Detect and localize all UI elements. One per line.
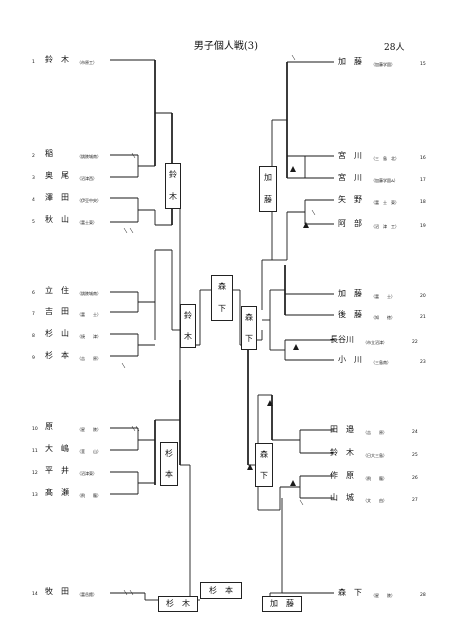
entry-team: （吉 原） — [363, 430, 387, 435]
entry-name: 澤 田 — [45, 193, 69, 202]
entry-team: （飛 龍） — [363, 476, 387, 481]
winner-box-morishita-lower: 森 下 — [255, 443, 273, 487]
entry-seed: 11 — [32, 449, 38, 454]
entry-seed: 27 — [412, 498, 418, 503]
entry-team: （伊豆中央） — [77, 198, 101, 203]
entry-seed: 12 — [32, 471, 38, 476]
entry-team: （文 由） — [363, 498, 387, 503]
entry-seed: 9 — [32, 356, 35, 361]
entry-seed: 1 — [32, 60, 35, 65]
entry-name: 鈴 木 — [330, 448, 354, 457]
entry-team: （沼津西） — [77, 176, 97, 181]
winner-box-suzuki-semi: 鈴 木 — [180, 304, 196, 348]
entry-team: （市立沼津） — [363, 340, 387, 345]
entry-name: 杉 山 — [45, 329, 69, 338]
entry-seed: 24 — [412, 430, 418, 435]
entry-seed: 3 — [32, 176, 35, 181]
entry-team: （日大三島） — [363, 453, 387, 458]
entry-team: （加藤学園A） — [371, 178, 398, 183]
entry-team: （知 徳） — [371, 315, 395, 320]
winner-box-final: 森 下 — [211, 275, 233, 321]
winner-box-kato: 加 藤 — [259, 166, 277, 212]
entry-name: 森 下 — [338, 588, 362, 597]
entry-team: （富 士） — [77, 312, 101, 317]
entry-team: （韮 山） — [77, 449, 101, 454]
entry-name: 髙 瀬 — [45, 488, 69, 497]
bottom-winner-box: 杉 本 — [200, 582, 242, 599]
entry-seed: 2 — [32, 154, 35, 159]
entry-seed: 19 — [420, 224, 426, 229]
entry-team: （加藤学園） — [371, 62, 395, 67]
bottom-left-box: 杉 木 — [158, 596, 198, 612]
entry-name: 田 邉 — [330, 425, 354, 434]
entry-seed: 14 — [32, 592, 38, 597]
entry-name: 宮 川 — [338, 173, 362, 182]
entry-team: （飛 龍） — [77, 493, 101, 498]
entry-team: （星 陵） — [77, 427, 101, 432]
entry-seed: 4 — [32, 198, 35, 203]
entry-name: 牧 田 — [45, 587, 69, 596]
entry-name: 阿 部 — [338, 219, 362, 228]
entry-team: （市原工） — [77, 60, 97, 65]
entry-name: 矢 野 — [338, 195, 362, 204]
entry-seed: 8 — [32, 334, 35, 339]
entry-seed: 28 — [420, 593, 426, 598]
entry-seed: 23 — [420, 360, 426, 365]
entry-name: 稲 — [45, 149, 53, 158]
entry-name: 宮 川 — [338, 151, 362, 160]
entry-team: （焼 津） — [77, 334, 101, 339]
entry-team: （吉 原） — [77, 356, 101, 361]
entry-name: 原 — [45, 422, 53, 431]
entry-team: （星 陵） — [371, 593, 395, 598]
entry-team: （銚陵城南） — [77, 154, 101, 159]
entry-seed: 6 — [32, 291, 35, 296]
entry-team: （沼津東） — [77, 471, 97, 476]
entry-team: （三島南） — [371, 360, 391, 365]
entry-team: （沼 津 工） — [371, 224, 399, 229]
participant-count: 28人 — [384, 43, 405, 53]
entry-seed: 22 — [412, 340, 418, 345]
entry-name: 秋 山 — [45, 215, 69, 224]
entry-team: （富 士 東） — [371, 200, 399, 205]
entry-name: 鈴 木 — [45, 55, 69, 64]
entry-name: 加 藤 — [338, 57, 362, 66]
entry-seed: 25 — [412, 453, 418, 458]
bottom-right-box: 加 藤 — [262, 596, 302, 612]
entry-seed: 5 — [32, 220, 35, 225]
entry-team: （富士東） — [77, 220, 97, 225]
entry-seed: 7 — [32, 312, 35, 317]
entry-team: （銚陵城南） — [77, 291, 101, 296]
entry-team: （富岳館） — [77, 592, 97, 597]
entry-name: 作 原 — [330, 471, 354, 480]
entry-seed: 21 — [420, 315, 426, 320]
entry-seed: 17 — [420, 178, 426, 183]
page-title: 男子個人戦(3) — [193, 41, 259, 52]
entry-name: 立 住 — [45, 286, 69, 295]
entry-name: 山 城 — [330, 493, 354, 502]
entry-name: 大 嶋 — [45, 444, 69, 453]
entry-name: 長谷川 — [330, 335, 354, 344]
winner-box-sugimoto: 杉 本 — [160, 442, 178, 486]
entry-seed: 15 — [420, 62, 426, 67]
entry-name: 平 井 — [45, 466, 69, 475]
entry-seed: 13 — [32, 493, 38, 498]
entry-name: 小 川 — [338, 355, 362, 364]
entry-seed: 16 — [420, 156, 426, 161]
winner-box-suzuki: 鈴 木 — [165, 163, 181, 209]
entry-team: （三 島 北） — [371, 156, 399, 161]
entry-name: 杉 本 — [45, 351, 69, 360]
entry-seed: 20 — [420, 294, 426, 299]
entry-seed: 10 — [32, 427, 38, 432]
entry-name: 奥 尾 — [45, 171, 69, 180]
entry-team: （富 士） — [371, 294, 395, 299]
entry-seed: 18 — [420, 200, 426, 205]
winner-box-morishita-semi: 森 下 — [241, 306, 257, 350]
entry-seed: 26 — [412, 476, 418, 481]
entry-name: 加 藤 — [338, 289, 362, 298]
entry-name: 吉 田 — [45, 307, 69, 316]
entry-name: 後 藤 — [338, 310, 362, 319]
